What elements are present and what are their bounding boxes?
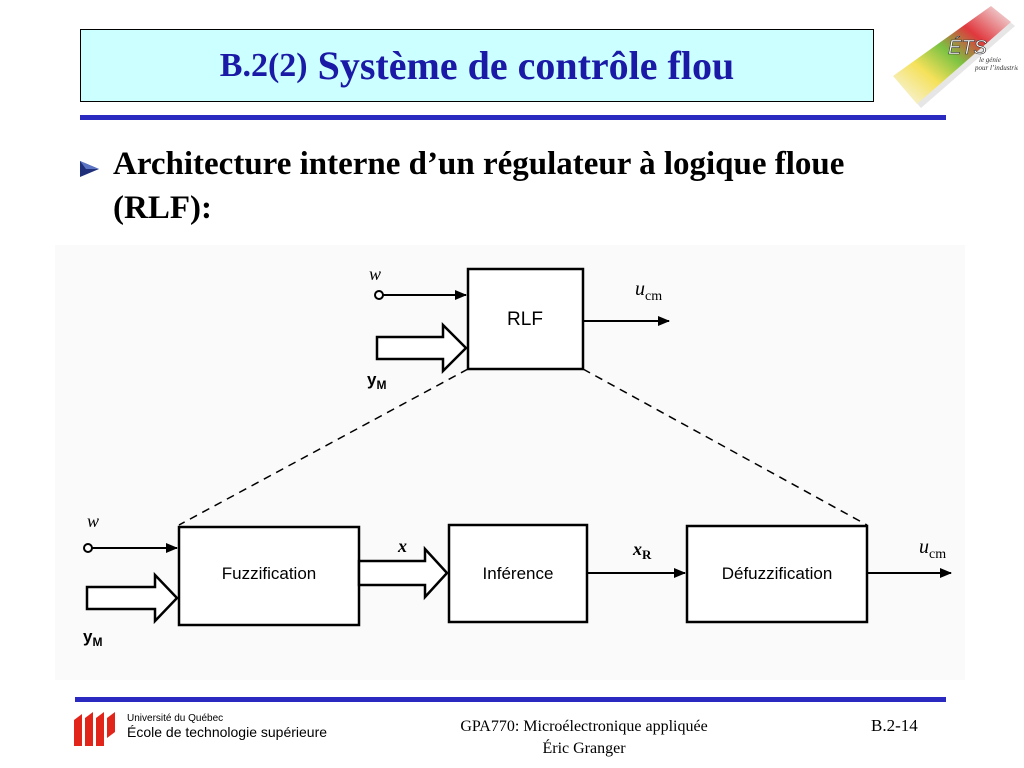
ets-logo: ÉTS le génie pour l’industrie [893, 6, 1018, 108]
author-name: Éric Granger [542, 740, 626, 757]
rlf-input-w-node [374, 290, 384, 300]
slide-title-prefix: B.2(2) [219, 46, 308, 84]
inference-label: Inférence [483, 564, 554, 583]
bullet-arrow-icon [80, 161, 99, 177]
ets-logo-mark: ÉTS [948, 36, 988, 59]
course-title: GPA770: Microélectronique appliquée [460, 718, 708, 735]
school-name: École de technologie supérieure [127, 724, 328, 740]
ets-logo-tagline-2: pour l’industrie [974, 64, 1018, 72]
rlf-output-label: ucm [635, 278, 662, 304]
link-x-label: x [397, 536, 407, 556]
zoom-line-right [582, 368, 868, 526]
defuzzification-label: Défuzzification [722, 564, 833, 583]
rlf-input-w-label: w [369, 264, 381, 284]
slide-title-box: B.2(2) Système de contrôle flou [80, 29, 874, 102]
fuzzification-block [177, 525, 361, 627]
page-number: B.2-14 [871, 716, 918, 735]
rlf-block-label: RLF [507, 309, 543, 330]
internal-output-label: ucm [919, 536, 946, 562]
internal-input-y-arrow [85, 571, 179, 625]
footer-rule [75, 697, 946, 702]
slide-title: Système de contrôle flou [317, 43, 735, 88]
header-rule [80, 115, 946, 120]
rlf-block [466, 267, 585, 371]
rlf-input-y-arrow [375, 321, 468, 375]
internal-input-y-label: yM [83, 627, 102, 649]
internal-input-w-node [83, 543, 93, 553]
rlf-overview: w yM RLF ucm [367, 264, 670, 392]
fuzzy-to-inference-arrow [357, 545, 449, 601]
fuzzification-label: Fuzzification [222, 564, 316, 583]
rlf-internal: w yM Fuzzification x Inférence xR Défuzz… [83, 511, 952, 649]
zoom-line-left [178, 368, 469, 526]
rlf-architecture-diagram: w yM RLF ucm w yM Fuzzification x Infére… [55, 245, 965, 680]
internal-input-w-label: w [87, 511, 99, 531]
link-xr-label: xR [632, 539, 652, 562]
bullet-text: Architecture interne d’un régulateur à l… [113, 146, 845, 226]
ets-logo-tagline-1: le génie [979, 56, 1001, 64]
rlf-input-y-label: yM [367, 370, 386, 392]
uq-logo [74, 712, 115, 746]
defuzzification-block [685, 524, 869, 624]
inference-block [447, 523, 589, 624]
course-footer: GPA770: Microélectronique appliquée Éric… [384, 716, 784, 760]
university-name: Université du Québec [127, 713, 224, 724]
